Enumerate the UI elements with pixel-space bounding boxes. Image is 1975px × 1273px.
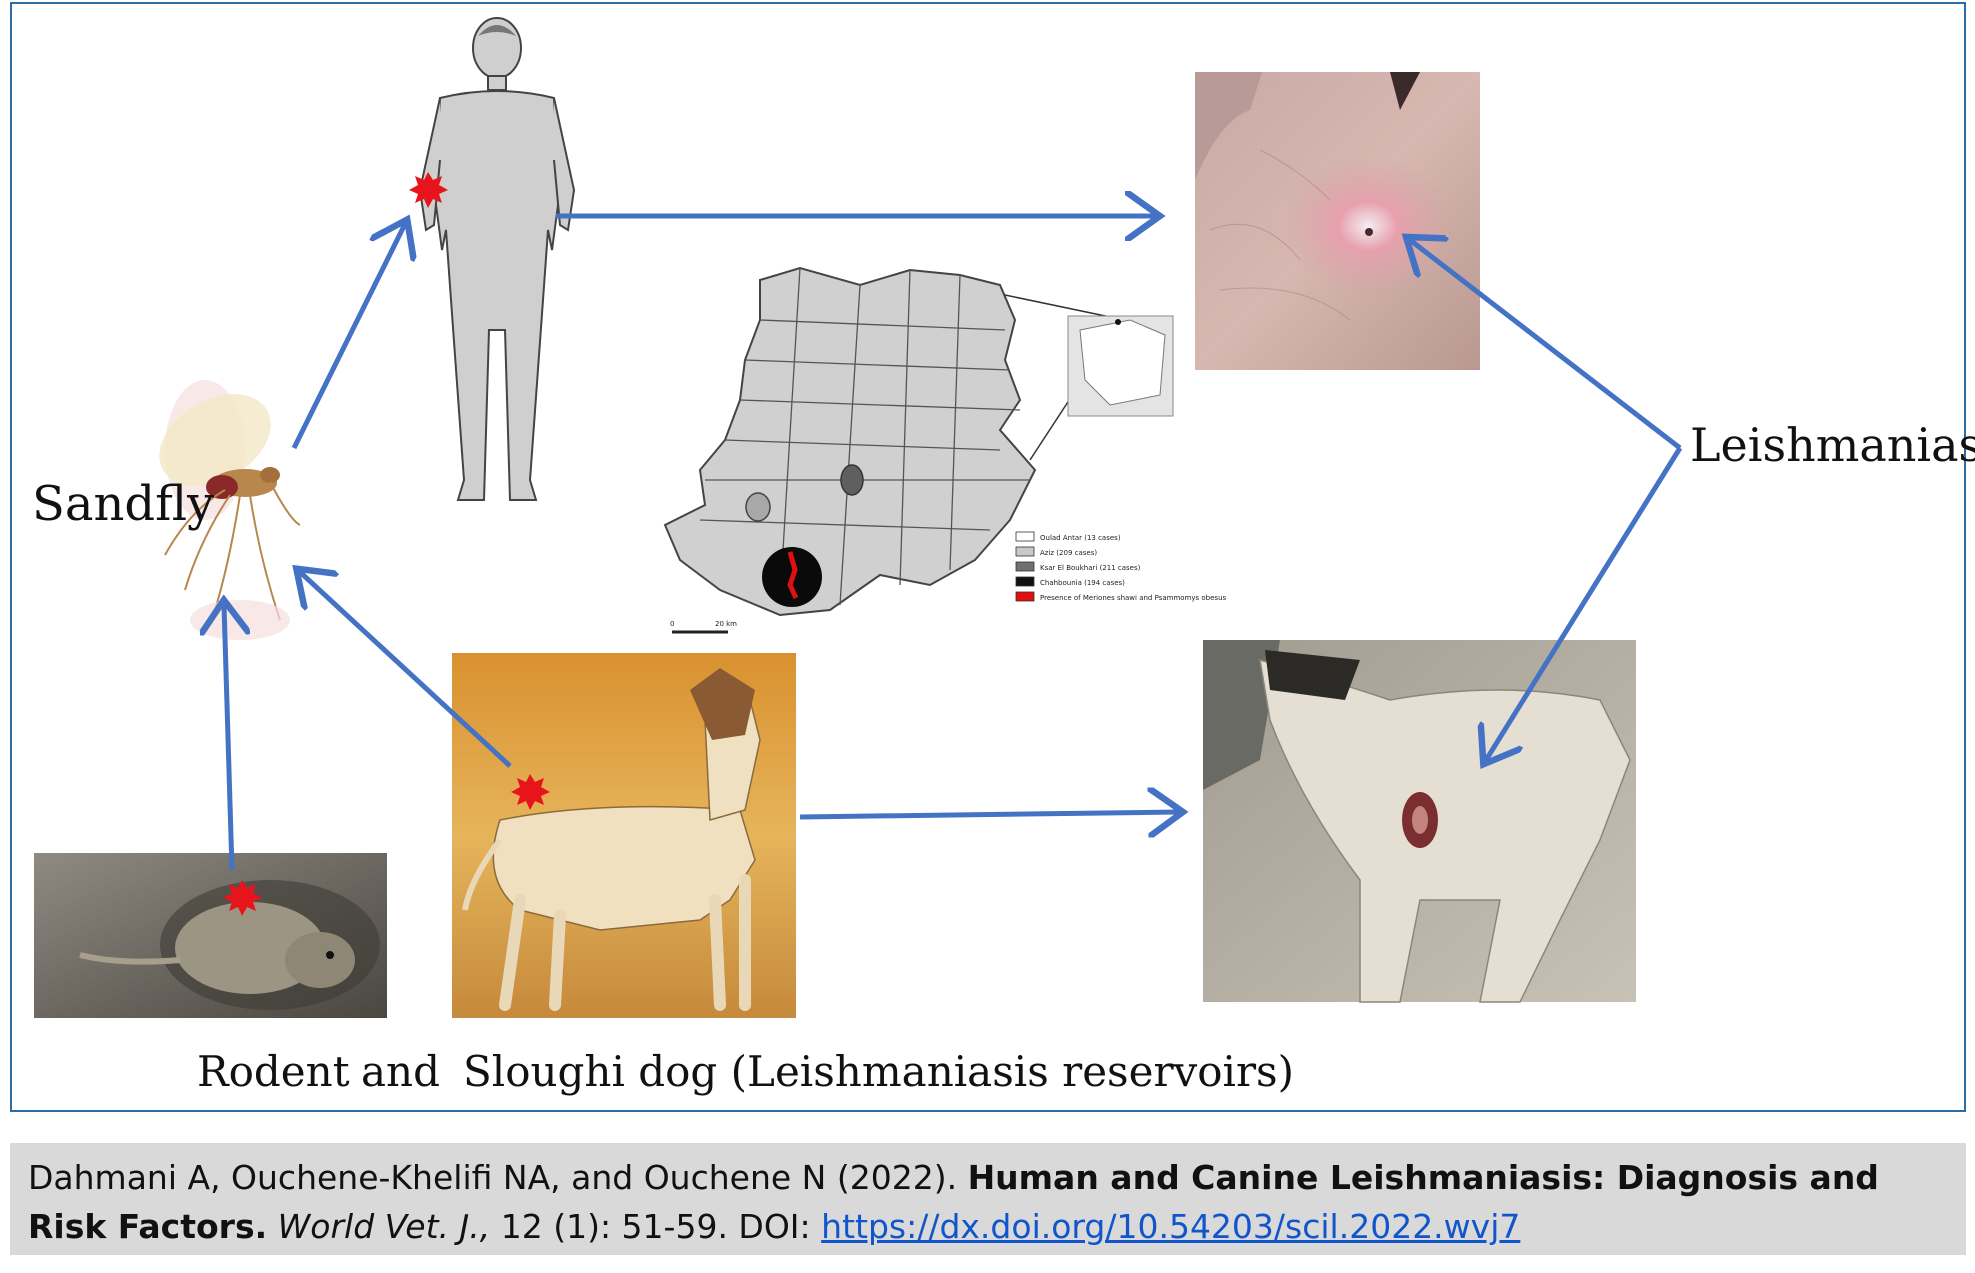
map-legend-label: Ksar El Boukhari (211 cases) bbox=[1040, 564, 1141, 572]
arrow-sandfly-to-human bbox=[294, 224, 405, 448]
and-label: and bbox=[361, 1047, 440, 1096]
arrow-dog-to-sick-dog bbox=[800, 812, 1178, 817]
citation-authors: Dahmani A, Ouchene-Khelifi NA, and Ouche… bbox=[28, 1158, 957, 1197]
rodent-label: Rodent bbox=[197, 1047, 350, 1096]
citation-box: Dahmani A, Ouchene-Khelifi NA, and Ouche… bbox=[10, 1143, 1966, 1255]
rodent-photo bbox=[34, 853, 387, 1018]
map-legend-label: Aziz (209 cases) bbox=[1040, 549, 1097, 557]
map-legend-label: Oulad Antar (13 cases) bbox=[1040, 534, 1121, 542]
map-legend-swatch bbox=[1016, 562, 1034, 571]
map-legend-swatch bbox=[1016, 592, 1034, 601]
sloughi-dog-photo bbox=[452, 653, 796, 1018]
map-scale-start: 0 bbox=[670, 620, 674, 628]
citation-doi-link[interactable]: https://dx.doi.org/10.54203/scil.2022.wv… bbox=[821, 1207, 1520, 1246]
region-map: 0 20 km Oulad Antar (13 cases) Aziz (209 … bbox=[665, 268, 1227, 632]
citation-volume: 12 (1): 51-59. DOI: bbox=[501, 1207, 811, 1246]
map-scale-end: 20 km bbox=[715, 620, 737, 628]
leishmaniasis-label: Leishmaniasis bbox=[1690, 418, 1975, 472]
map-legend-swatch bbox=[1016, 547, 1034, 556]
diagram-canvas: 0 20 km Oulad Antar (13 cases) Aziz (209 … bbox=[0, 0, 1975, 1120]
dog-reservoirs-label: Sloughi dog (Leishmaniasis reservoirs) bbox=[463, 1047, 1294, 1096]
hand-lesion-photo bbox=[1195, 72, 1480, 370]
sick-dog-photo bbox=[1203, 640, 1636, 1002]
map-legend-swatch bbox=[1016, 577, 1034, 586]
sandfly-label: Sandfly bbox=[32, 476, 214, 532]
citation-journal: World Vet. J., bbox=[278, 1207, 491, 1246]
map-legend-swatch bbox=[1016, 532, 1034, 541]
map-legend-label: Chahbounia (194 cases) bbox=[1040, 579, 1125, 587]
human-silhouette bbox=[420, 18, 574, 500]
map-legend-label: Presence of Meriones shawi and Psammomys… bbox=[1040, 594, 1227, 602]
map-scale-bar: 0 20 km bbox=[670, 620, 737, 632]
map-legend: Oulad Antar (13 cases) Aziz (209 cases) Ks… bbox=[1016, 532, 1227, 602]
arrow-rodent-to-sandfly bbox=[224, 605, 232, 870]
